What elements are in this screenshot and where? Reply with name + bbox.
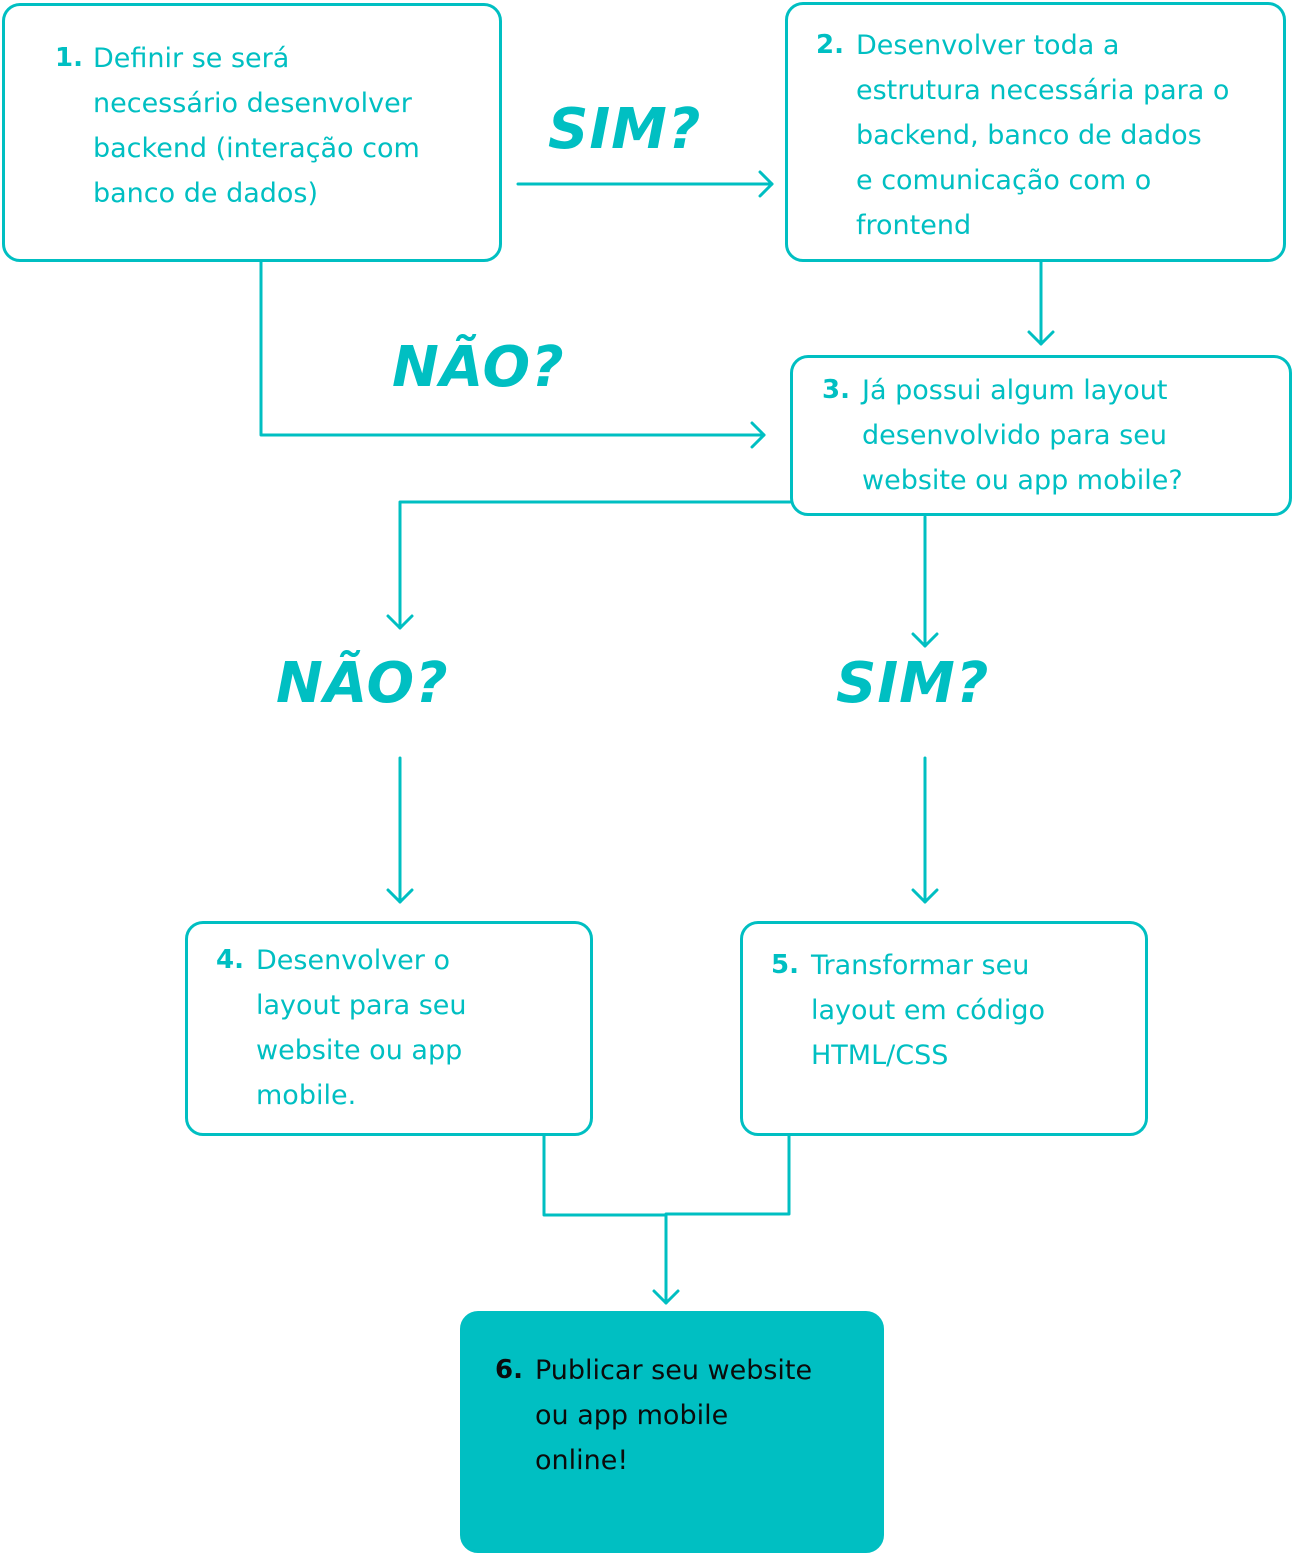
arrowhead-no-to-step4 (386, 888, 414, 904)
arrow-step4-merge (542, 1134, 668, 1217)
decision-no-left: NÃO? (276, 651, 449, 716)
step4-box (185, 921, 593, 1136)
step4-text: Desenvolver o layout para seu website ou… (256, 945, 467, 1111)
arrowhead-step2-to-step3 (1027, 330, 1055, 346)
step1-number: 1. (55, 43, 83, 73)
step3-box (790, 355, 1292, 516)
step6-number: 6. (495, 1355, 523, 1385)
arrowhead-yes-to-step5 (911, 888, 939, 904)
step1-box (2, 3, 502, 262)
arrow-step5-merge (664, 1134, 791, 1216)
arrowhead-merge-to-step6 (652, 1289, 680, 1305)
arrow-step1-to-step3 (259, 260, 766, 437)
arrowhead-step1-to-step2 (758, 170, 774, 198)
step6-box (460, 1311, 884, 1553)
decision-yes-right: SIM? (836, 651, 990, 716)
step5-number: 5. (771, 950, 799, 980)
step3-number: 3. (822, 375, 850, 405)
arrow-step3-to-no (398, 500, 792, 630)
step2-box (785, 2, 1286, 262)
arrowhead-step3-to-yes (911, 632, 939, 648)
step4-number: 4. (216, 945, 244, 975)
step3-text: Já possui algum layout desenvolvido para… (862, 375, 1183, 496)
step1-text: Definir se será necessário desenvolver b… (93, 43, 420, 209)
step2-number: 2. (816, 30, 844, 60)
arrowhead-step3-to-no (386, 614, 414, 630)
step2-text: Desenvolver toda a estrutura necessária … (856, 30, 1230, 241)
arrowhead-step1-to-step3 (750, 421, 766, 449)
step5-box (740, 921, 1148, 1136)
step5-text: Transformar seu layout em código HTML/CS… (811, 950, 1045, 1071)
decision-yes-top: SIM? (548, 97, 702, 162)
step6-text: Publicar seu website ou app mobile onlin… (535, 1355, 813, 1476)
decision-no-middle: NÃO? (392, 335, 565, 400)
